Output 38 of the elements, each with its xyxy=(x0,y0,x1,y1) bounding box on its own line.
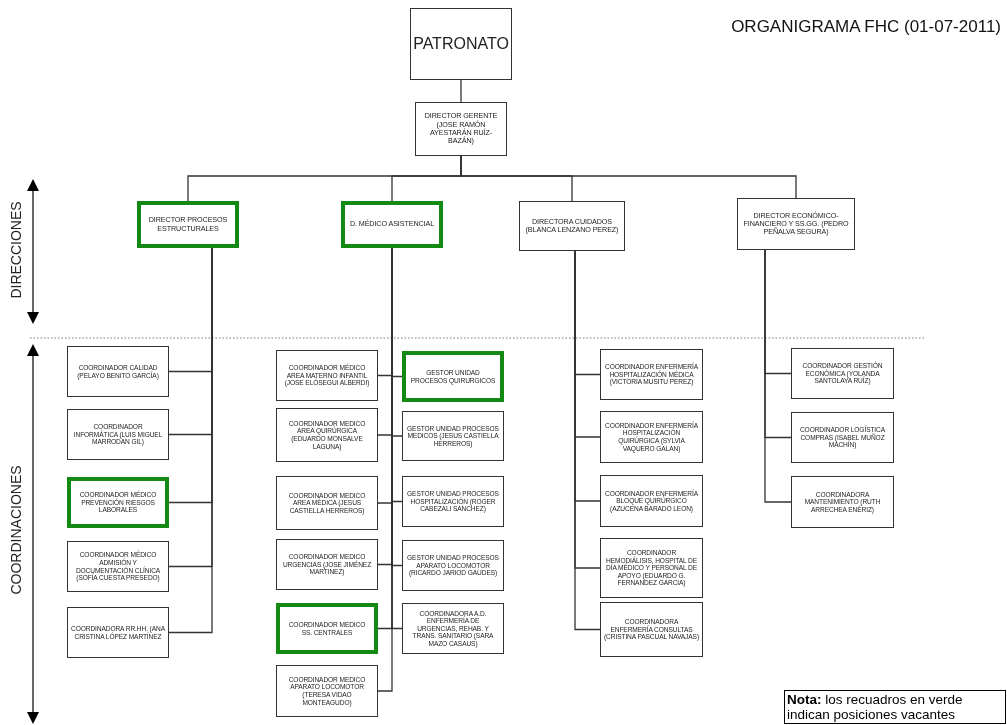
section-label: COORDINACIONES xyxy=(7,465,24,595)
org-box xyxy=(791,348,894,399)
org-box xyxy=(600,411,703,463)
org-box xyxy=(415,102,507,156)
org-box xyxy=(67,477,169,528)
org-box xyxy=(276,603,378,654)
org-box xyxy=(791,476,894,528)
org-box xyxy=(737,198,855,250)
org-box xyxy=(410,8,512,80)
note: Nota: los recuadros en verde indican posiciones vacantes xyxy=(784,690,1006,724)
connector-line xyxy=(460,155,797,199)
org-box xyxy=(600,349,703,400)
org-box xyxy=(67,607,169,658)
org-box xyxy=(276,539,378,590)
org-box xyxy=(276,665,378,717)
org-box xyxy=(600,538,703,598)
section-label: DIRECCIONES xyxy=(7,201,24,299)
title: ORGANIGRAMA FHC (01-07-2011) xyxy=(731,17,1001,37)
org-box xyxy=(276,476,378,530)
org-box xyxy=(67,409,169,460)
org-box xyxy=(276,350,378,401)
org-box xyxy=(137,201,239,248)
org-box xyxy=(600,602,703,657)
org-box xyxy=(67,346,169,397)
box-text: PATRONATO xyxy=(413,34,509,54)
org-box xyxy=(67,541,169,592)
org-box xyxy=(600,475,703,527)
org-box xyxy=(276,408,378,462)
org-box xyxy=(519,201,625,251)
org-box xyxy=(402,411,504,461)
org-box xyxy=(341,201,443,248)
org-box xyxy=(791,412,894,463)
connector-line xyxy=(460,79,462,103)
org-box xyxy=(402,603,504,654)
org-box xyxy=(402,476,504,527)
org-box xyxy=(402,540,504,591)
connector-line xyxy=(764,249,792,503)
org-box xyxy=(402,351,504,402)
